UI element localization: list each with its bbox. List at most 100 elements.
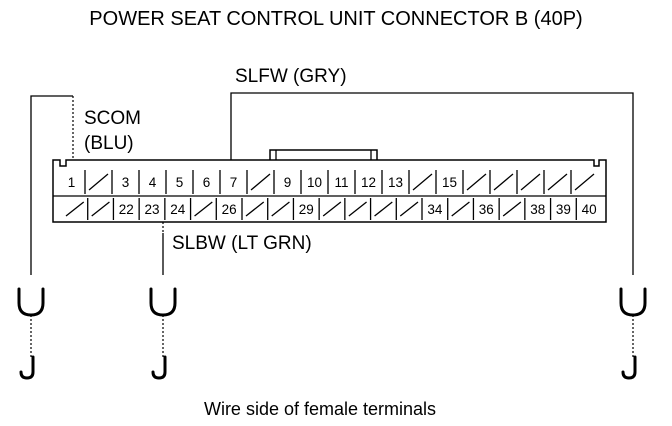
diagram-title: POWER SEAT CONTROL UNIT CONNECTOR B (40P… (89, 8, 582, 30)
pin-number: 12 (361, 175, 376, 190)
empty-cavity-slash (88, 173, 109, 191)
pin-number: 24 (170, 202, 186, 217)
pin-number: 26 (222, 202, 237, 217)
pin-empty (65, 201, 85, 217)
empty-cavity-slash (322, 201, 342, 217)
pin-40: 40 (575, 198, 597, 220)
empty-cavity-slash (245, 201, 265, 217)
pin-3: 3 (111, 170, 130, 194)
connector-housing (52, 149, 607, 223)
connector-bottom-row: 22 23 24 26 29 34 36 38 39 40 (65, 198, 597, 220)
empty-cavity-slash (374, 201, 393, 217)
pin-1: 1 (68, 175, 76, 190)
empty-cavity-slash (466, 173, 487, 191)
pin-number: 29 (299, 202, 314, 217)
pin-38: 38 (524, 198, 545, 220)
pin-number: 34 (427, 202, 443, 217)
pin-number: 10 (307, 175, 322, 190)
terminal-scom-u-icon (17, 287, 45, 317)
pin-39: 39 (549, 198, 571, 220)
pin-empty (318, 198, 342, 220)
pin-number: 22 (119, 202, 134, 217)
terminal-slbw-u-icon (149, 287, 177, 317)
pin-number: 13 (388, 175, 403, 190)
pin-number: 7 (230, 175, 238, 190)
terminal-slbw (149, 287, 177, 380)
connector-body (52, 159, 607, 223)
terminal-scom-hook-icon (19, 355, 35, 380)
slbw-label: SLBW (LT GRN) (172, 233, 312, 254)
connector-latch (269, 149, 378, 160)
pin-empty (344, 198, 367, 220)
pin-26: 26 (215, 198, 237, 220)
pin-number: 23 (144, 202, 159, 217)
pin-number: 9 (284, 175, 292, 190)
slfw-label: SLFW (GRY) (235, 66, 347, 87)
pin-empty (87, 198, 110, 220)
terminal-scom (17, 287, 45, 380)
pin-empty (84, 170, 109, 194)
empty-cavity-slash (493, 173, 514, 191)
pin-empty (408, 170, 433, 194)
pin-number: 39 (556, 202, 571, 217)
pin-empty (462, 170, 487, 194)
terminal-slbw-hook-icon (151, 355, 167, 380)
pin-23: 23 (138, 198, 160, 220)
pin-empty (369, 198, 393, 220)
pin-empty (543, 170, 568, 194)
pin-15: 15 (435, 170, 457, 194)
pin-10: 10 (300, 170, 322, 194)
scom-wire-line (30, 95, 73, 275)
pin-22: 22 (112, 198, 134, 220)
empty-cavity-slash (574, 173, 595, 191)
pin-number: 5 (176, 175, 184, 190)
terminal-slfw (619, 287, 647, 380)
pin-number: 6 (203, 175, 211, 190)
empty-cavity-slash (520, 173, 541, 191)
pin-11: 11 (327, 170, 349, 194)
empty-cavity-slash (271, 201, 290, 217)
pin-9: 9 (273, 170, 292, 194)
pin-empty (246, 170, 271, 194)
pin-empty (189, 198, 213, 220)
pin-empty (267, 198, 290, 220)
empty-cavity-slash (91, 201, 110, 217)
pin-number: 15 (442, 175, 457, 190)
pin-29: 29 (292, 198, 314, 220)
scom-label: SCOM (84, 108, 141, 129)
pin-number: 1 (68, 175, 76, 190)
pin-7: 7 (219, 170, 238, 194)
pin-34: 34 (421, 198, 443, 220)
terminal-slfw-u-icon (619, 287, 647, 317)
leader-lines (30, 92, 634, 275)
pin-13: 13 (381, 170, 403, 194)
pin-empty (241, 198, 265, 220)
empty-cavity-slash (65, 201, 85, 217)
empty-cavity-slash (348, 201, 367, 217)
pin-number: 4 (149, 175, 157, 190)
pin-empty (516, 170, 541, 194)
pin-5: 5 (165, 170, 184, 194)
diagram-caption: Wire side of female terminals (204, 399, 436, 419)
empty-cavity-slash (194, 201, 213, 217)
pin-number: 40 (582, 202, 597, 217)
pin-number: 36 (479, 202, 494, 217)
pin-36: 36 (472, 198, 494, 220)
pin-number: 11 (334, 175, 348, 190)
empty-cavity-slash (451, 201, 470, 217)
empty-cavity-slash (399, 201, 419, 217)
scom-color-label: (BLU) (84, 133, 134, 154)
pin-empty (570, 170, 595, 194)
pin-empty (447, 198, 470, 220)
empty-cavity-slash (502, 201, 522, 217)
pin-12: 12 (354, 170, 376, 194)
empty-cavity-slash (547, 173, 568, 191)
pin-4: 4 (138, 170, 157, 194)
pin-number: 3 (122, 175, 130, 190)
pin-number: 38 (530, 202, 545, 217)
slfw-wire-line (230, 92, 634, 275)
terminal-slfw-hook-icon (621, 355, 637, 380)
pin-empty (498, 198, 522, 220)
